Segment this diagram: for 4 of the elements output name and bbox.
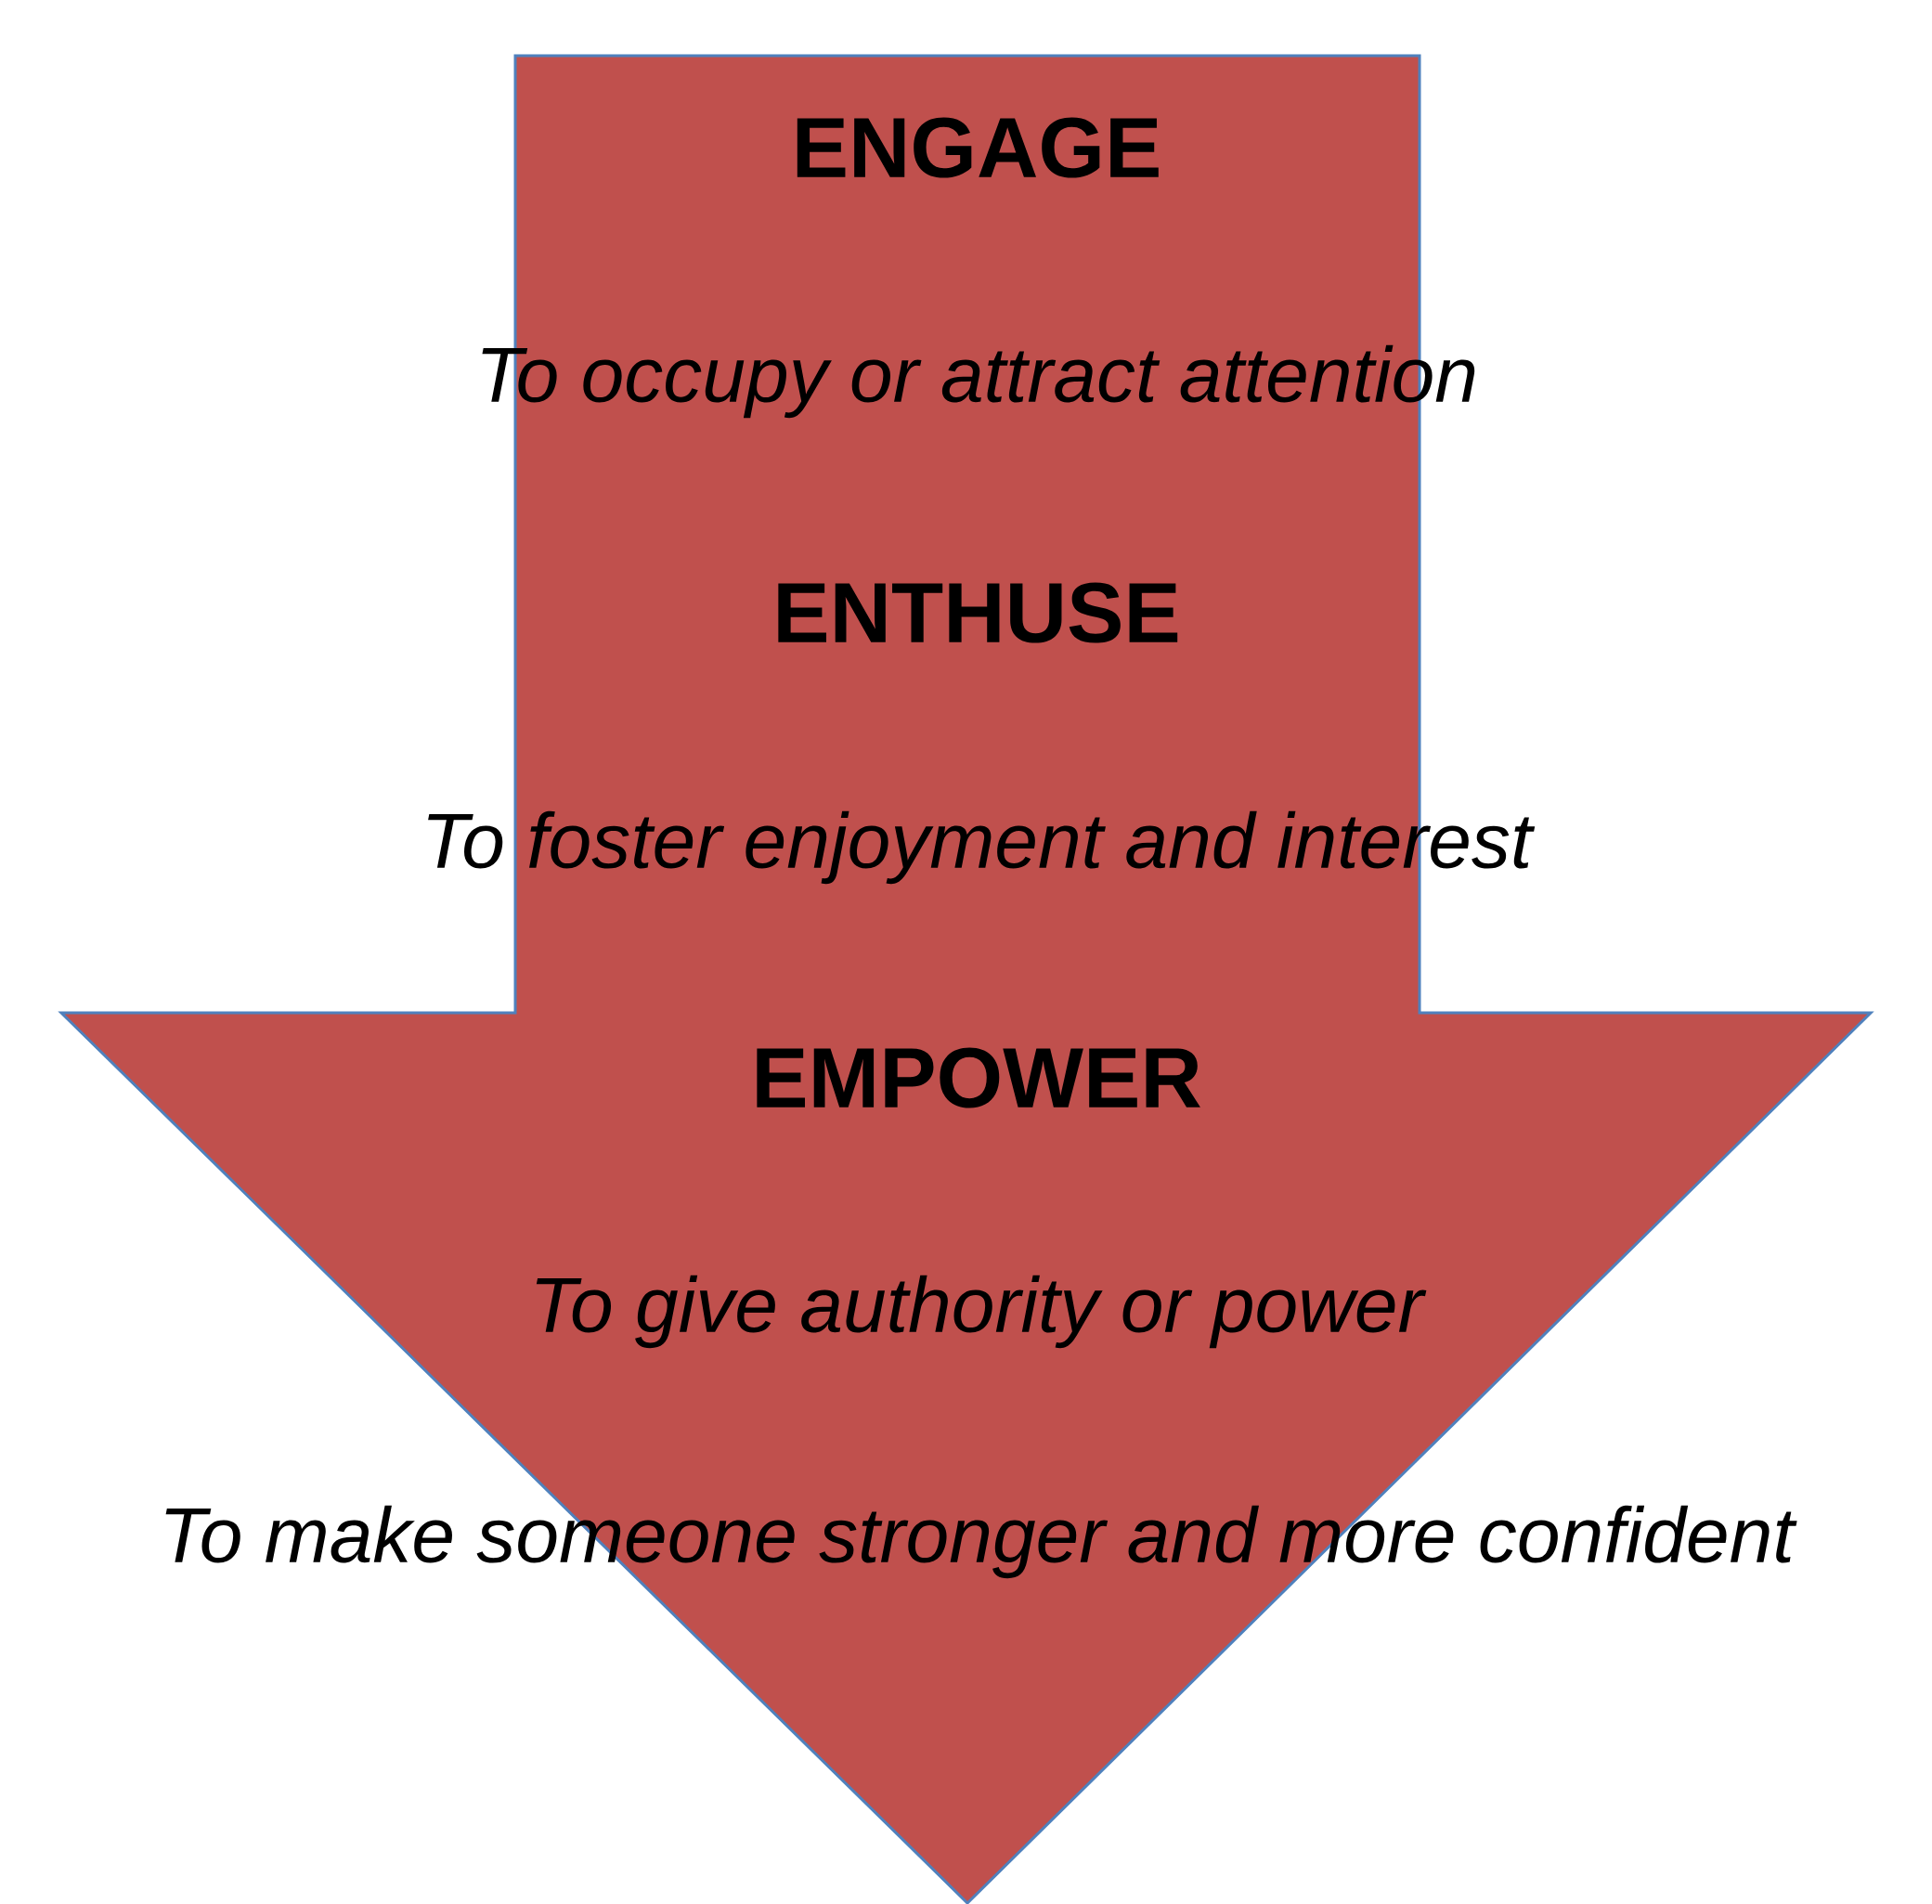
definition-text: To give authority or power bbox=[536, 1275, 1427, 1349]
heading-text: ENGAGE bbox=[797, 117, 1159, 178]
heading-text: EMPOWER bbox=[757, 1047, 1200, 1108]
heading-text: ENTHUSE bbox=[778, 582, 1178, 643]
